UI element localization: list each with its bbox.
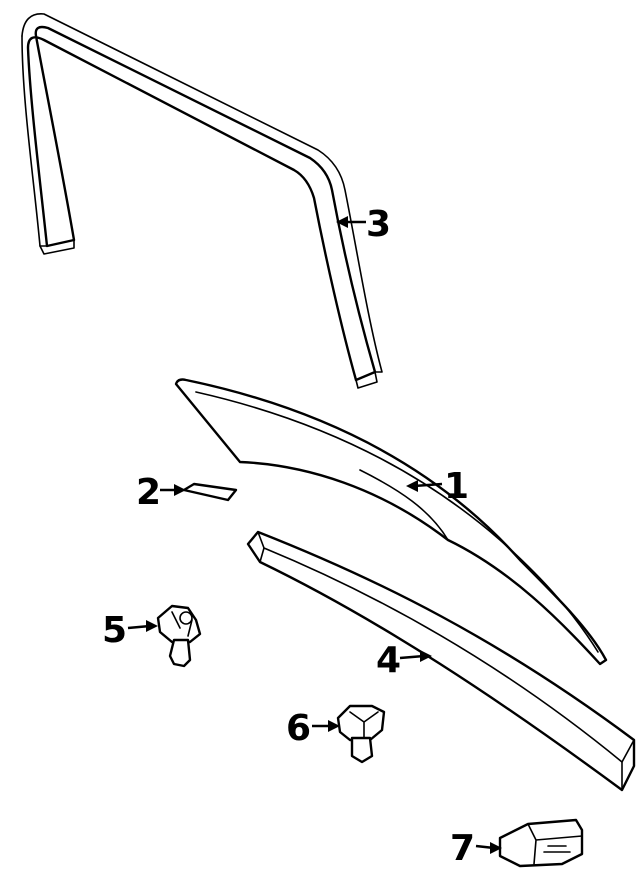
part-4-belt-weatherstrip[interactable]	[246, 530, 636, 792]
callout-1: 1	[444, 466, 469, 507]
callout-5: 5	[102, 610, 127, 651]
callout-2: 2	[136, 472, 161, 513]
callout-7: 7	[450, 828, 475, 869]
callout-3: 3	[366, 204, 391, 245]
part-6-clip[interactable]	[336, 704, 386, 764]
callout-6: 6	[286, 708, 311, 749]
part-1-door-glass[interactable]	[174, 378, 608, 666]
part-2-trim-pad[interactable]	[182, 482, 238, 502]
part-7-end-cap[interactable]	[498, 818, 584, 868]
callout-arrows	[127, 216, 502, 854]
part-5-clip[interactable]	[156, 604, 202, 668]
part-3-window-run-channel[interactable]	[21, 13, 383, 389]
callout-4: 4	[376, 640, 401, 681]
